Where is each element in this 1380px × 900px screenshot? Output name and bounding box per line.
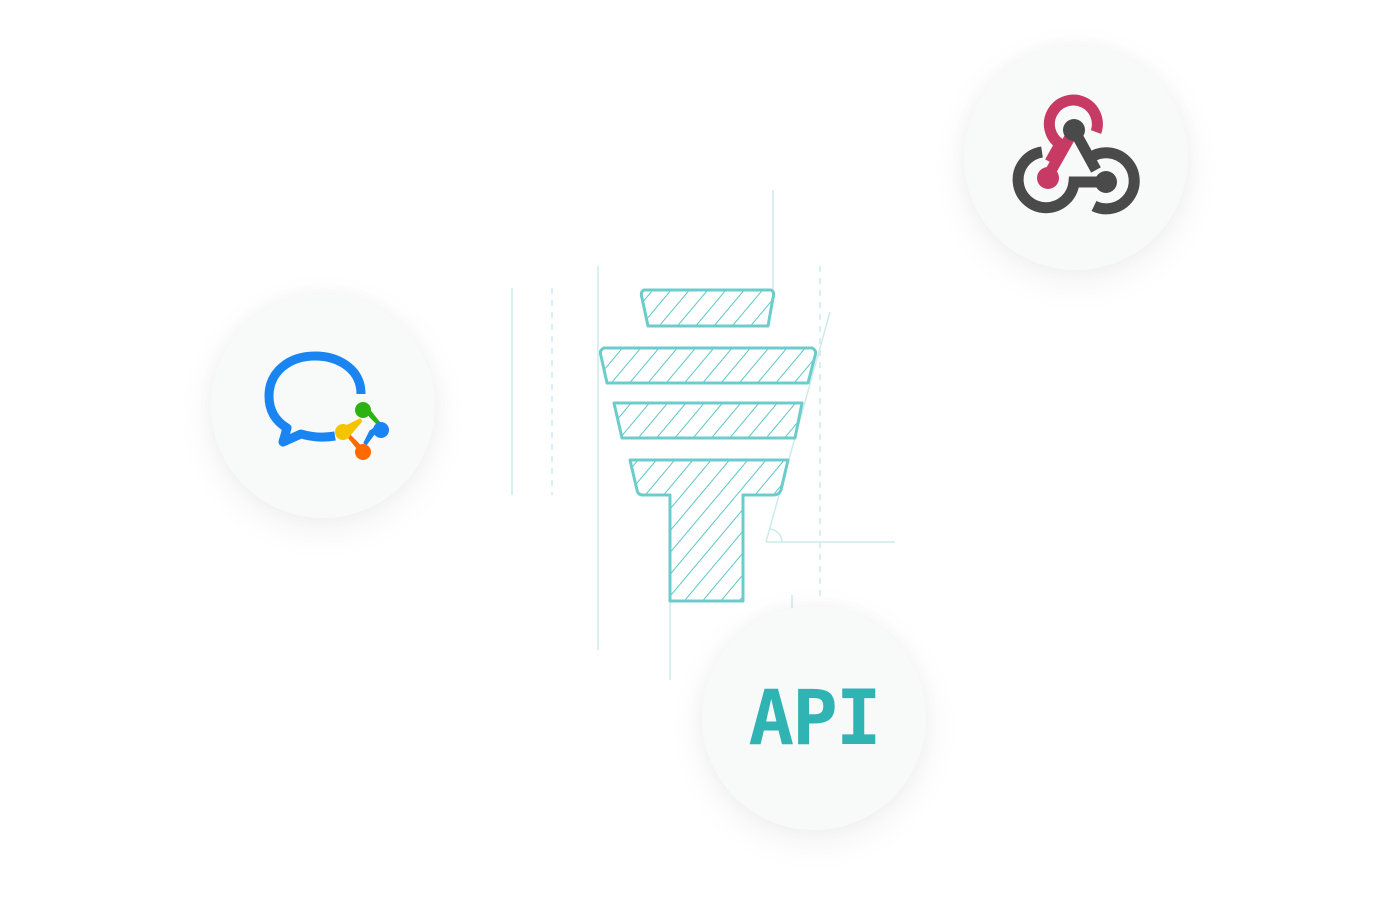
webhook-icon [1012, 94, 1140, 215]
wecom-icon [264, 351, 389, 460]
wecom-badge[interactable] [211, 294, 435, 518]
funnel-icon [598, 288, 818, 603]
api-icon-label: API [748, 673, 881, 762]
webhook-badge[interactable] [964, 46, 1188, 270]
api-badge[interactable]: API [702, 606, 926, 830]
